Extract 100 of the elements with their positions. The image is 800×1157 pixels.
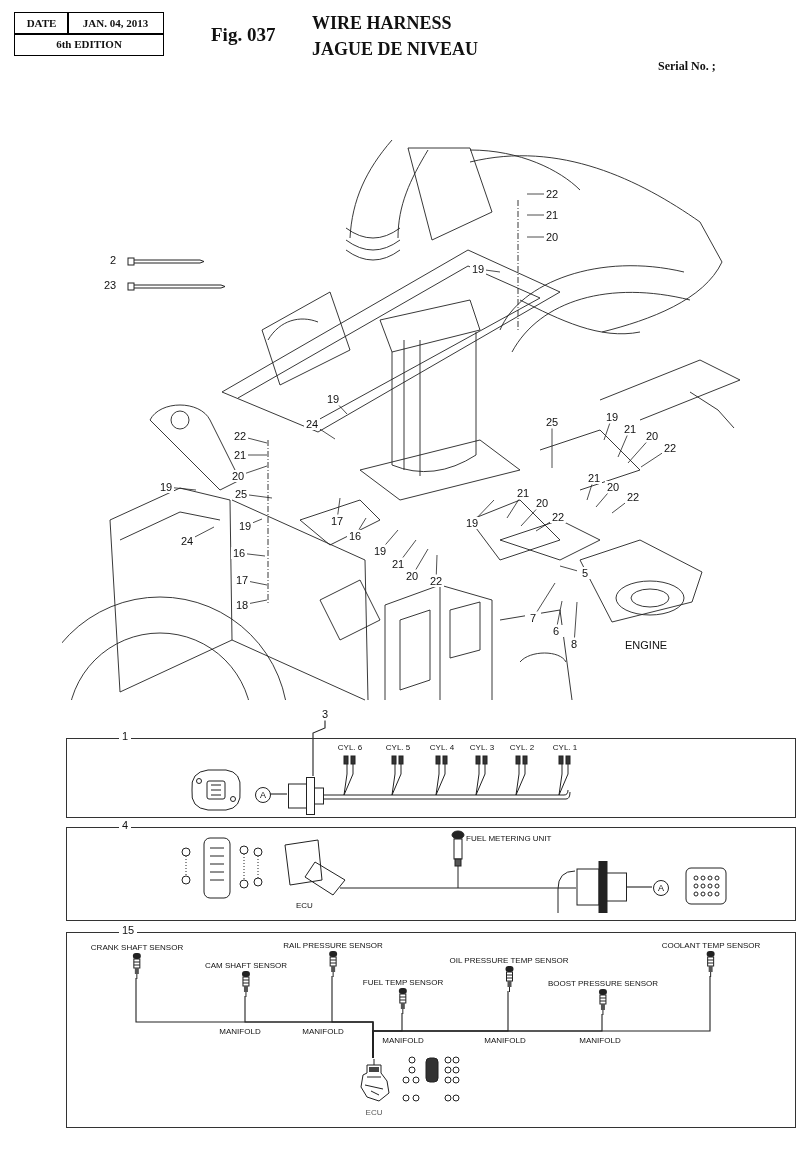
wire — [372, 975, 711, 1059]
part-label: ENGINE — [625, 640, 668, 651]
cylinder-label: CYL. 5 — [385, 744, 411, 752]
leader-line — [551, 428, 553, 469]
leader-line — [526, 236, 545, 238]
leader-line — [173, 487, 197, 491]
callout-number: 19 — [325, 393, 341, 405]
wire — [625, 886, 653, 888]
leader-line — [477, 499, 495, 517]
leader-line — [248, 494, 273, 499]
location-label: MANIFOLD — [302, 1028, 344, 1036]
callout-number: 25 — [544, 416, 560, 428]
leader-line — [385, 529, 399, 545]
cylinder-label: CYL. 2 — [509, 744, 535, 752]
callout-number: 20 — [644, 430, 660, 442]
callout-number: 22 — [544, 188, 560, 200]
callout-number: 25 — [233, 488, 249, 500]
callout-number: 21 — [586, 472, 602, 484]
callout-number: 20 — [404, 570, 420, 582]
leader-line — [247, 437, 268, 444]
leader-line — [627, 442, 647, 464]
leader-line — [358, 517, 367, 530]
callout-number: 21 — [622, 423, 638, 435]
sensor-label: COOLANT TEMP SENSOR — [661, 940, 761, 951]
callout-number: 7 — [525, 612, 541, 624]
sensor-label: FUEL TEMP SENSOR — [362, 977, 444, 988]
callout-number: 21 — [232, 449, 248, 461]
callout-number: 21 — [515, 487, 531, 499]
callout-number: 17 — [329, 515, 345, 527]
callout-number: 19 — [464, 517, 480, 529]
leader-line — [536, 582, 556, 612]
callout-number: 18 — [234, 599, 250, 611]
callout-number: 22 — [662, 442, 678, 454]
sensor-label: CAM SHAFT SENSOR — [204, 960, 288, 971]
table-header-cell: DATE — [14, 12, 69, 35]
edition-cell: 6th EDITION — [14, 33, 164, 56]
callout-number: 22 — [232, 430, 248, 442]
cylinder-label: CYL. 4 — [429, 744, 455, 752]
cylinder-label: CYL. 6 — [337, 744, 363, 752]
callout-number: 23 — [104, 280, 117, 291]
serial-number-label: Serial No. ; — [658, 60, 716, 72]
title: WIRE HARNESS — [312, 14, 452, 32]
callout-number: 20 — [534, 497, 550, 509]
location-label: MANIFOLD — [219, 1028, 261, 1036]
leader-line — [246, 553, 266, 557]
leader-line — [415, 548, 429, 570]
leader-line — [559, 565, 578, 572]
leader-line — [603, 423, 611, 441]
callout-number: 22 — [428, 575, 444, 587]
connector-label: ECU — [296, 902, 313, 910]
callout-number: 16 — [347, 530, 363, 542]
wire — [269, 793, 288, 795]
callout-number: 19 — [237, 520, 253, 532]
figure-number: Fig. 037 — [211, 25, 276, 44]
leader-line — [535, 521, 551, 532]
callout-number: 21 — [544, 209, 560, 221]
sensor-label: OIL PRESSURE TEMP SENSOR — [449, 955, 569, 966]
callout-number: 4 — [119, 820, 132, 831]
ecu-label: ECU — [365, 1109, 383, 1117]
leader-line — [402, 539, 417, 558]
leader-line — [252, 518, 263, 524]
wire — [312, 719, 326, 777]
leader-line — [586, 484, 593, 501]
leader-line — [249, 581, 268, 586]
callout-number: 21 — [390, 558, 406, 570]
leader-line — [435, 554, 438, 575]
leader-line — [595, 493, 608, 508]
cylinder-label: CYL. 3 — [469, 744, 495, 752]
cylinder-label: CYL. 1 — [552, 744, 578, 752]
leader-line — [245, 465, 268, 474]
connector-drawing — [557, 861, 627, 913]
leader-line — [520, 509, 537, 527]
callout-number: 20 — [544, 231, 560, 243]
callout-number: 22 — [625, 491, 641, 503]
leader-line — [247, 454, 268, 456]
callout-number: 17 — [234, 574, 250, 586]
connector-label: FUEL METERING UNIT — [466, 835, 552, 843]
leader-line — [526, 214, 545, 216]
sensor-label: RAIL PRESSURE SENSOR — [283, 940, 383, 951]
callout-number: 20 — [230, 470, 246, 482]
callout-number: 20 — [605, 481, 621, 493]
leader-line — [194, 526, 215, 538]
leader-line — [338, 405, 348, 415]
leader-line — [526, 193, 545, 195]
leader-line — [556, 600, 563, 625]
callout-number: 19 — [604, 411, 620, 423]
subtitle: JAGUE DE NIVEAU — [312, 40, 479, 58]
leader-line — [611, 502, 626, 514]
location-label: MANIFOLD — [382, 1037, 424, 1045]
callout-number: 24 — [304, 418, 320, 430]
leader-line — [319, 428, 336, 440]
callout-number: 2 — [110, 255, 117, 266]
location-label: MANIFOLD — [484, 1037, 526, 1045]
leader-line — [640, 452, 663, 468]
callout-number: 19 — [470, 263, 486, 275]
location-label: MANIFOLD — [579, 1037, 621, 1045]
leader-line — [249, 599, 268, 604]
connector-drawing — [288, 777, 324, 815]
callout-number: 19 — [372, 545, 388, 557]
callout-number: 19 — [158, 481, 174, 493]
